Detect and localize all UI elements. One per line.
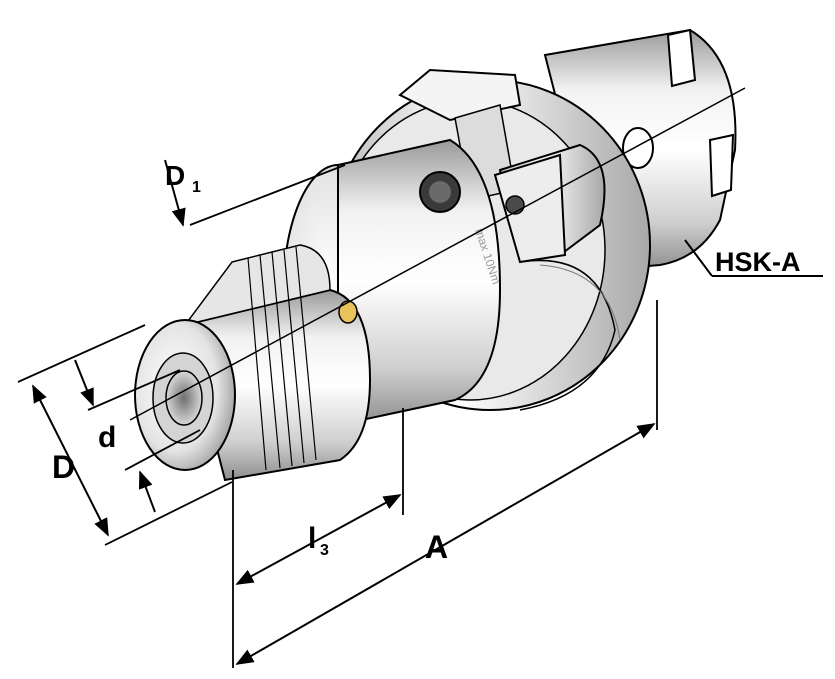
hsk-a-callout: HSK-A (684, 239, 823, 277)
hsk-a-label: HSK-A (715, 247, 801, 277)
l3-label: l (308, 522, 316, 555)
l3-subscript: 3 (320, 542, 329, 559)
d1-dimension: D 1 (164, 159, 346, 227)
center-axis (129, 87, 746, 421)
diameter-dimensions: D d (17, 324, 233, 546)
a-label: A (425, 529, 448, 565)
d-inner-label: d (98, 421, 116, 454)
d1-label: D (165, 160, 185, 191)
length-dimensions: l 3 A (232, 300, 658, 668)
d1-subscript: 1 (192, 179, 201, 196)
d-outer-label: D (52, 449, 75, 485)
